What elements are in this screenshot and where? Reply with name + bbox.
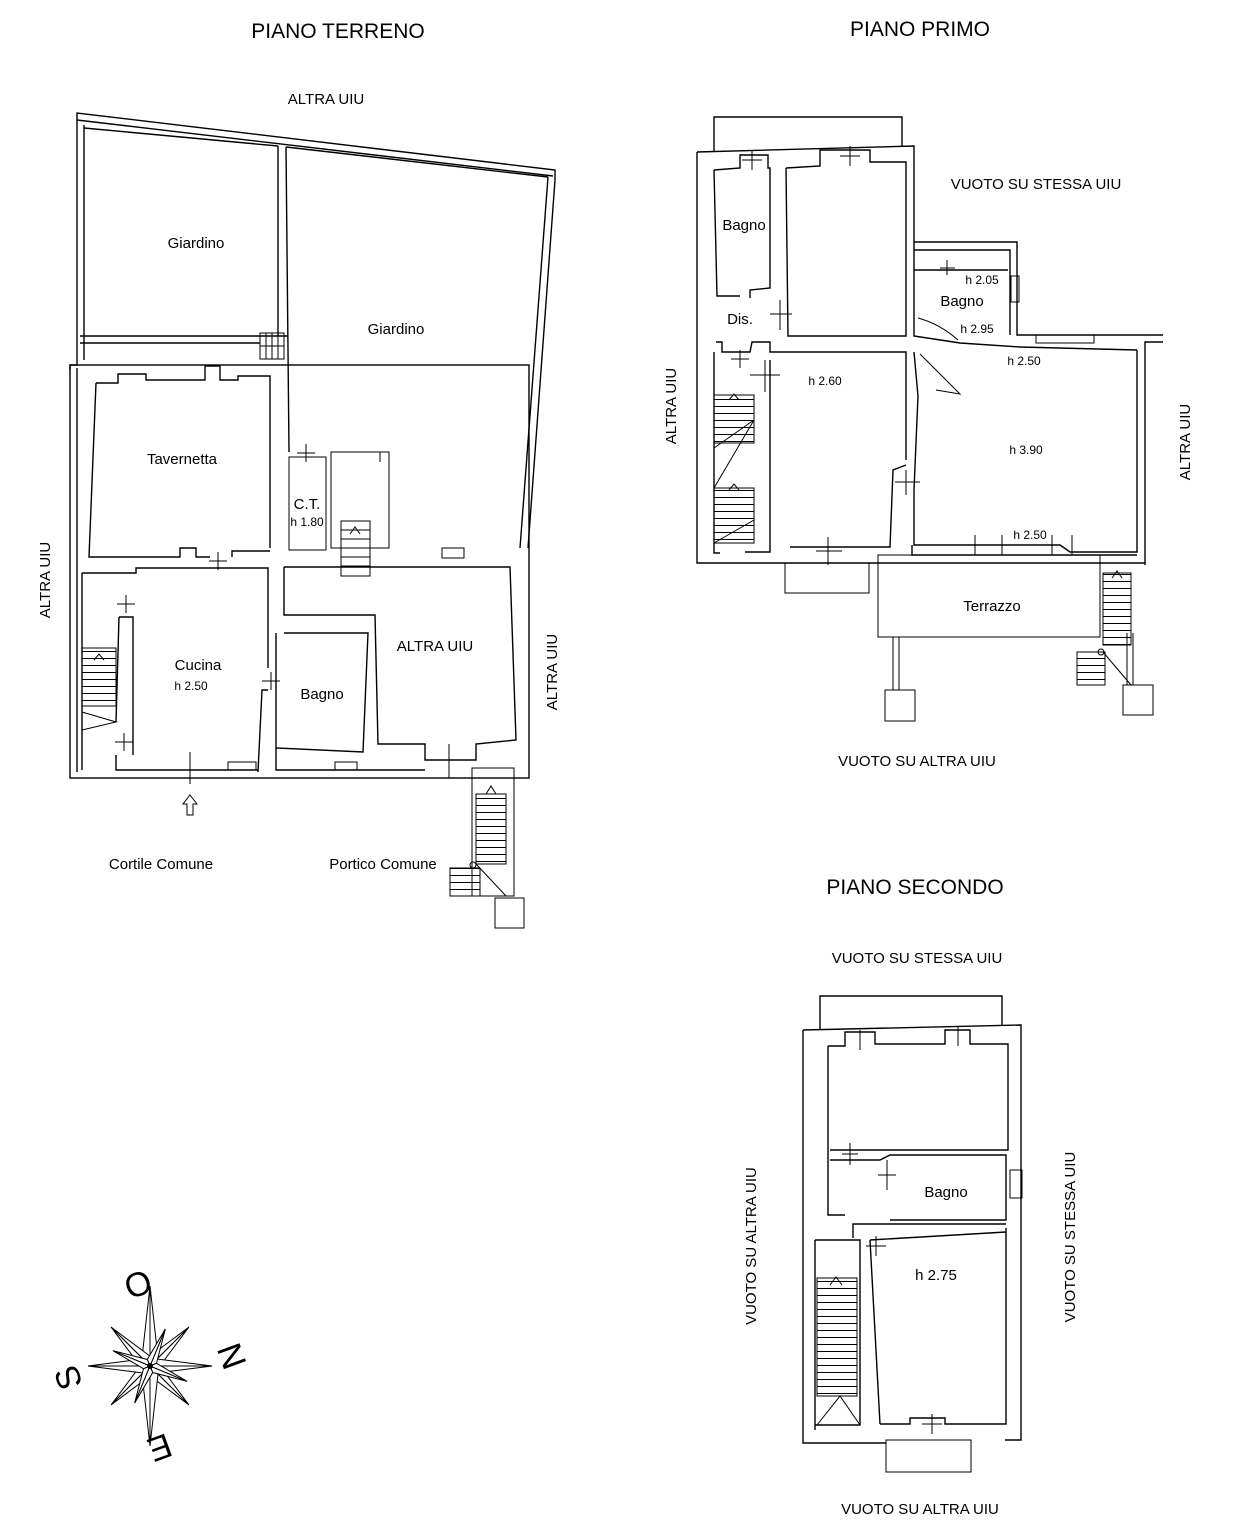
second-neighbor-left: VUOTO SU ALTRA UIU (743, 1167, 760, 1325)
ground-neighbor-top: ALTRA UIU (288, 91, 364, 108)
second-floor-walls (802, 995, 1023, 1473)
room-giardino-right: Giardino (368, 321, 425, 338)
room-altra-uiu: ALTRA UIU (397, 638, 473, 655)
second-neighbor-right: VUOTO SU STESSA UIU (1062, 1152, 1079, 1323)
room-height-250-bottom: h 2.50 (1013, 528, 1047, 542)
second-floor-title: PIANO SECONDO (826, 876, 1003, 899)
ground-neighbor-right: ALTRA UIU (544, 634, 561, 710)
ground-garden-walls (69, 112, 556, 549)
compass-e-label: E (142, 1425, 176, 1468)
ground-floor-title: PIANO TERRENO (251, 20, 424, 43)
second-neighbor-bottom: VUOTO SU ALTRA UIU (841, 1501, 999, 1518)
room-ct-height: h 1.80 (290, 515, 324, 529)
ground-neighbor-left: ALTRA UIU (37, 542, 54, 618)
room-cucina: Cucina (175, 657, 222, 674)
room-bagno-first-2-height-bottom: h 2.95 (960, 322, 994, 336)
compass-rose: O N S E (47, 1263, 253, 1469)
cortile-comune-label: Cortile Comune (109, 856, 213, 873)
ground-house-walls (69, 364, 530, 784)
room-bagno-first-1: Bagno (722, 217, 765, 234)
first-neighbor-bottom: VUOTO SU ALTRA UIU (838, 753, 996, 770)
room-bagno-ground: Bagno (300, 686, 343, 703)
first-floor-walls (696, 116, 1163, 722)
compass-n-label: N (209, 1338, 253, 1374)
room-ct: C.T. (294, 496, 321, 513)
room-height-250-top: h 2.50 (1007, 354, 1041, 368)
room-height-260: h 2.60 (808, 374, 842, 388)
room-height-390: h 3.90 (1009, 443, 1043, 457)
ground-external-stairs (449, 767, 525, 929)
ground-floor-plan: PIANO TERRENO ALTRA UIU ALTRA UIU ALTRA … (37, 20, 561, 929)
room-terrazzo: Terrazzo (963, 598, 1021, 615)
second-floor-plan: PIANO SECONDO VUOTO SU STESSA UIU VUOTO … (743, 876, 1079, 1518)
first-neighbor-top: VUOTO SU STESSA UIU (951, 176, 1122, 193)
room-giardino-left: Giardino (168, 235, 225, 252)
room-height-275: h 2.75 (915, 1267, 957, 1284)
room-bagno-first-2-height-top: h 2.05 (965, 273, 999, 287)
compass-s-label: S (47, 1361, 90, 1395)
first-floor-title: PIANO PRIMO (850, 18, 990, 41)
room-bagno-second: Bagno (924, 1184, 967, 1201)
room-cucina-height: h 2.50 (174, 679, 208, 693)
portico-comune-label: Portico Comune (329, 856, 437, 873)
room-dis: Dis. (727, 311, 753, 328)
ground-stairs-cucina (81, 647, 118, 731)
entrance-arrow-icon (181, 794, 199, 816)
first-neighbor-left: ALTRA UIU (663, 368, 680, 444)
first-floor-plan: PIANO PRIMO VUOTO SU STESSA UIU ALTRA UI… (663, 18, 1194, 770)
first-neighbor-right: ALTRA UIU (1177, 404, 1194, 480)
second-neighbor-top: VUOTO SU STESSA UIU (832, 950, 1003, 967)
room-bagno-first-2: Bagno (940, 293, 983, 310)
room-tavernetta: Tavernetta (147, 451, 218, 468)
compass-star-icon (87, 1285, 213, 1447)
